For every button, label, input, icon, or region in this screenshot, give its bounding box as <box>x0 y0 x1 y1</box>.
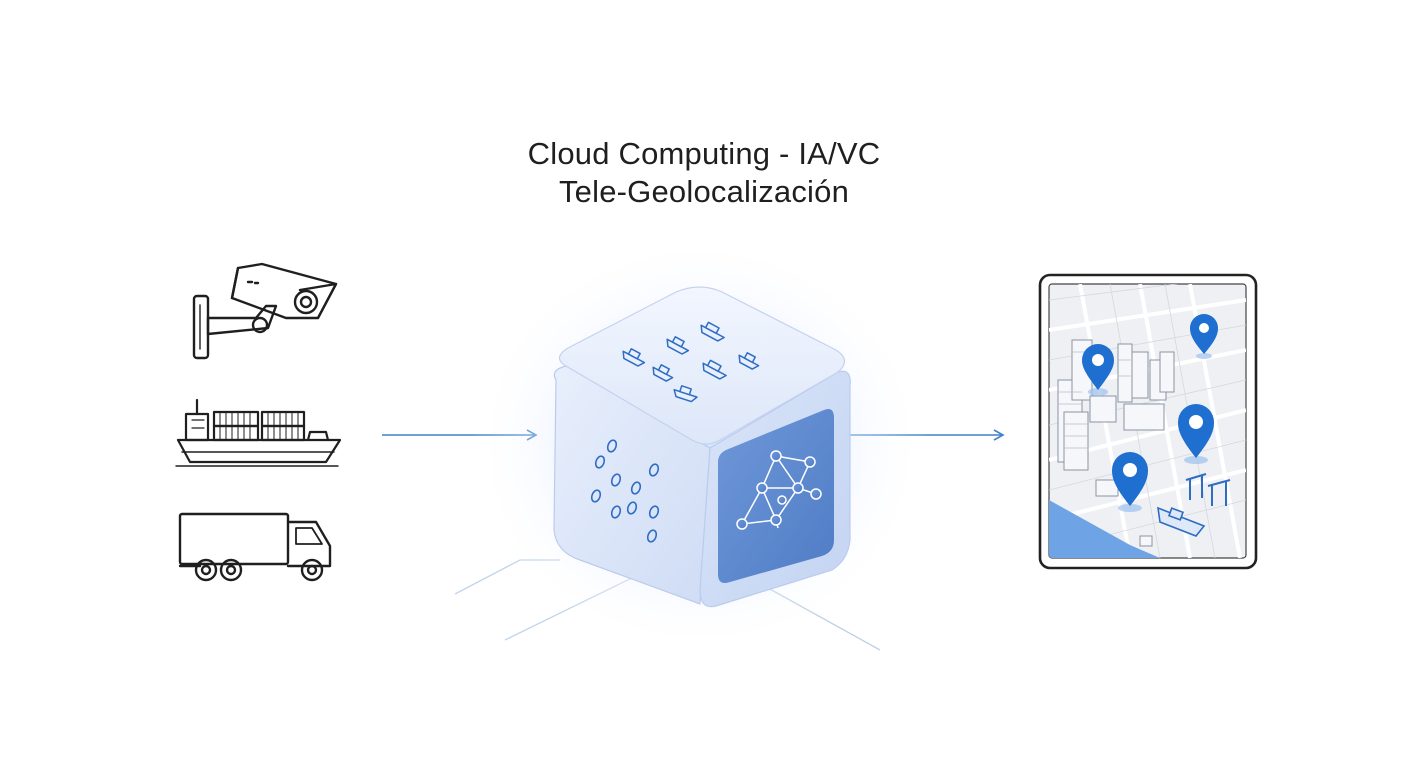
security-camera-icon <box>192 262 338 360</box>
cloud-ai-cube <box>470 235 930 655</box>
diagram-title: Cloud Computing - IA/VC <box>527 136 881 171</box>
ship-icons <box>622 321 760 403</box>
droplet-dots <box>590 439 660 543</box>
map-pin-icon <box>1112 452 1148 512</box>
diagram-subtitle: Tele-Geolocalización <box>558 174 850 209</box>
tablet-map <box>1038 273 1258 570</box>
location-markers <box>1082 314 1218 512</box>
container-ship-icon <box>175 398 342 467</box>
map-pin-icon <box>1178 404 1214 464</box>
map-pin-icon <box>1082 344 1114 396</box>
map-pin-icon <box>1190 314 1218 359</box>
neural-network-icon <box>736 450 822 530</box>
truck-icon <box>178 512 332 582</box>
